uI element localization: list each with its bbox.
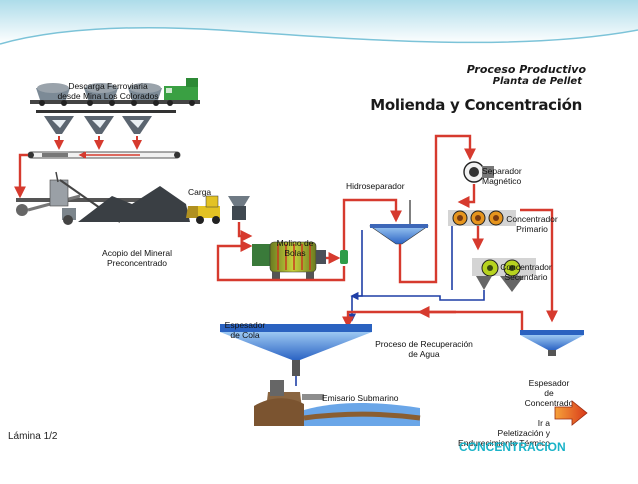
secondary-concentrator [472, 258, 536, 292]
feed-conveyor [27, 151, 181, 159]
ore-stockpile [78, 186, 190, 222]
flow-to-magnetic-separator [398, 134, 476, 284]
right-arrow-icon [554, 400, 588, 426]
hydro-overflow [350, 230, 363, 300]
tailings-thickener [220, 324, 372, 386]
locomotive [164, 78, 198, 106]
secondary-tails [350, 290, 485, 301]
concentracion-link[interactable]: CONCENTRACION [459, 440, 566, 454]
label-carga: Carga [188, 187, 212, 197]
header-wave-line [0, 26, 638, 45]
ore-wagon-1 [36, 83, 70, 106]
slide-number: Lámina 1/2 [8, 431, 58, 442]
title-planta: Planta de Pellet [492, 76, 582, 87]
feed-hopper [228, 196, 250, 220]
ore-wagon-2 [84, 83, 118, 106]
magnetic-separator [463, 161, 494, 183]
train [30, 78, 200, 106]
label-hidroseparador: Hidroseparador [346, 181, 405, 191]
mill-recirculation [216, 240, 346, 282]
pump-1 [340, 250, 348, 264]
ore-wagon-3 [128, 83, 162, 106]
flow-to-hydroseparator [342, 198, 402, 250]
label-emisario: Emisario Submarino [322, 393, 399, 403]
header-wave [0, 0, 638, 44]
front-loader [186, 195, 220, 224]
flow-to-mill [237, 222, 253, 242]
flow-to-concentrate-thickener [520, 208, 558, 323]
primary-concentrator [448, 210, 516, 226]
go-to-pelletizing-button[interactable] [554, 400, 588, 426]
section-title: Molienda y Concentración [370, 96, 582, 114]
hydroseparator [369, 200, 429, 245]
stacker-reclaimer [16, 171, 176, 225]
hopper-drop-arrows [54, 136, 142, 150]
submarine-outfall [254, 380, 421, 426]
concentrate-thickener [520, 330, 584, 356]
flow-to-stockpile [14, 153, 28, 199]
title-proceso: Proceso Productivo [466, 63, 586, 76]
ball-mill [252, 241, 326, 280]
unloading-hoppers [36, 110, 176, 134]
mag-to-primary [457, 184, 476, 208]
